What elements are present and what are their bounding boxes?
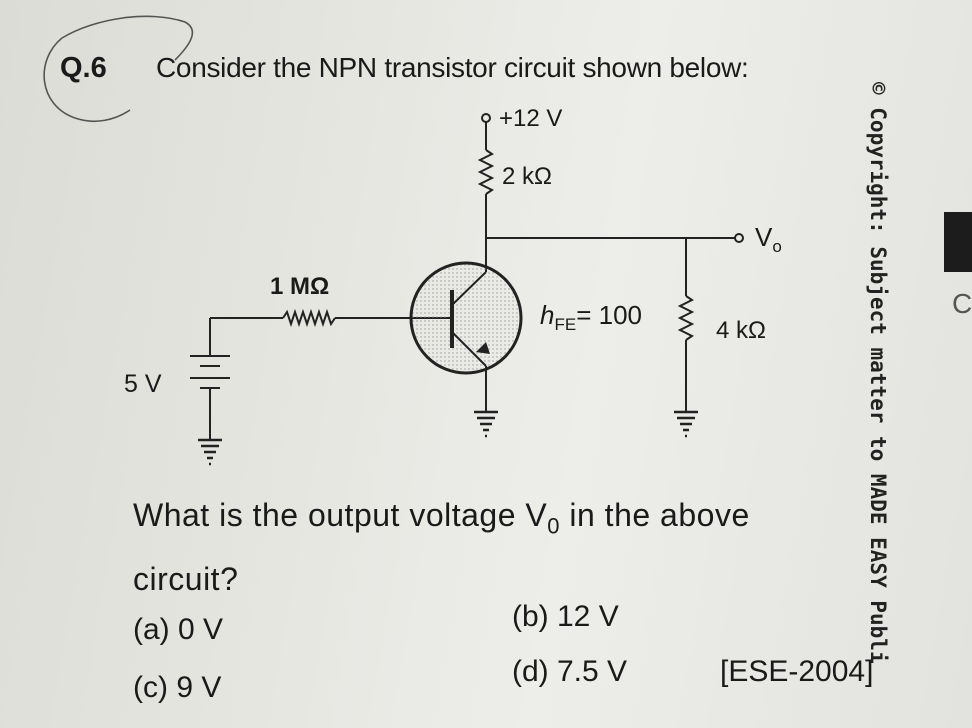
question-prompt: What is the output voltage V0 in the abo…	[133, 497, 750, 539]
output-terminal	[734, 233, 744, 243]
supply-terminal	[481, 113, 491, 123]
option-a[interactable]: (a) 0 V	[133, 613, 224, 646]
battery-symbol	[190, 355, 230, 389]
ground-icon	[674, 410, 698, 438]
exam-source-tag: [ESE-2004]	[720, 655, 874, 688]
page-edge-block	[944, 212, 972, 272]
battery-label: 5 V	[124, 370, 162, 398]
ground-icon	[198, 438, 222, 466]
question-prompt-continued: circuit?	[133, 561, 239, 597]
load-resistor-label: 4 kΩ	[716, 317, 766, 344]
ground-symbols	[198, 410, 698, 466]
question-stem: Consider the NPN transistor circuit show…	[156, 52, 749, 83]
collector-resistor	[477, 149, 495, 195]
page-edge-letter: C	[952, 288, 972, 319]
gain-label: hFE= 100	[540, 300, 642, 334]
output-label: Vo	[755, 222, 782, 256]
option-c[interactable]: (c) 9 V	[133, 671, 222, 704]
ground-icon	[474, 410, 498, 438]
base-resistor-label: 1 MΩ	[270, 273, 329, 300]
npn-transistor	[409, 261, 523, 375]
option-b[interactable]: (b) 12 V	[512, 600, 619, 633]
emitter-arrow	[476, 342, 490, 354]
supply-label: +12 V	[499, 105, 562, 132]
load-resistor	[677, 295, 695, 341]
question-number: Q.6	[60, 52, 107, 84]
collector-resistor-label: 2 kΩ	[502, 163, 552, 190]
copyright-notice: © Copyright: Subject matter to MADE EASY…	[866, 82, 890, 664]
option-d[interactable]: (d) 7.5 V	[512, 655, 628, 688]
base-resistor	[282, 308, 336, 328]
